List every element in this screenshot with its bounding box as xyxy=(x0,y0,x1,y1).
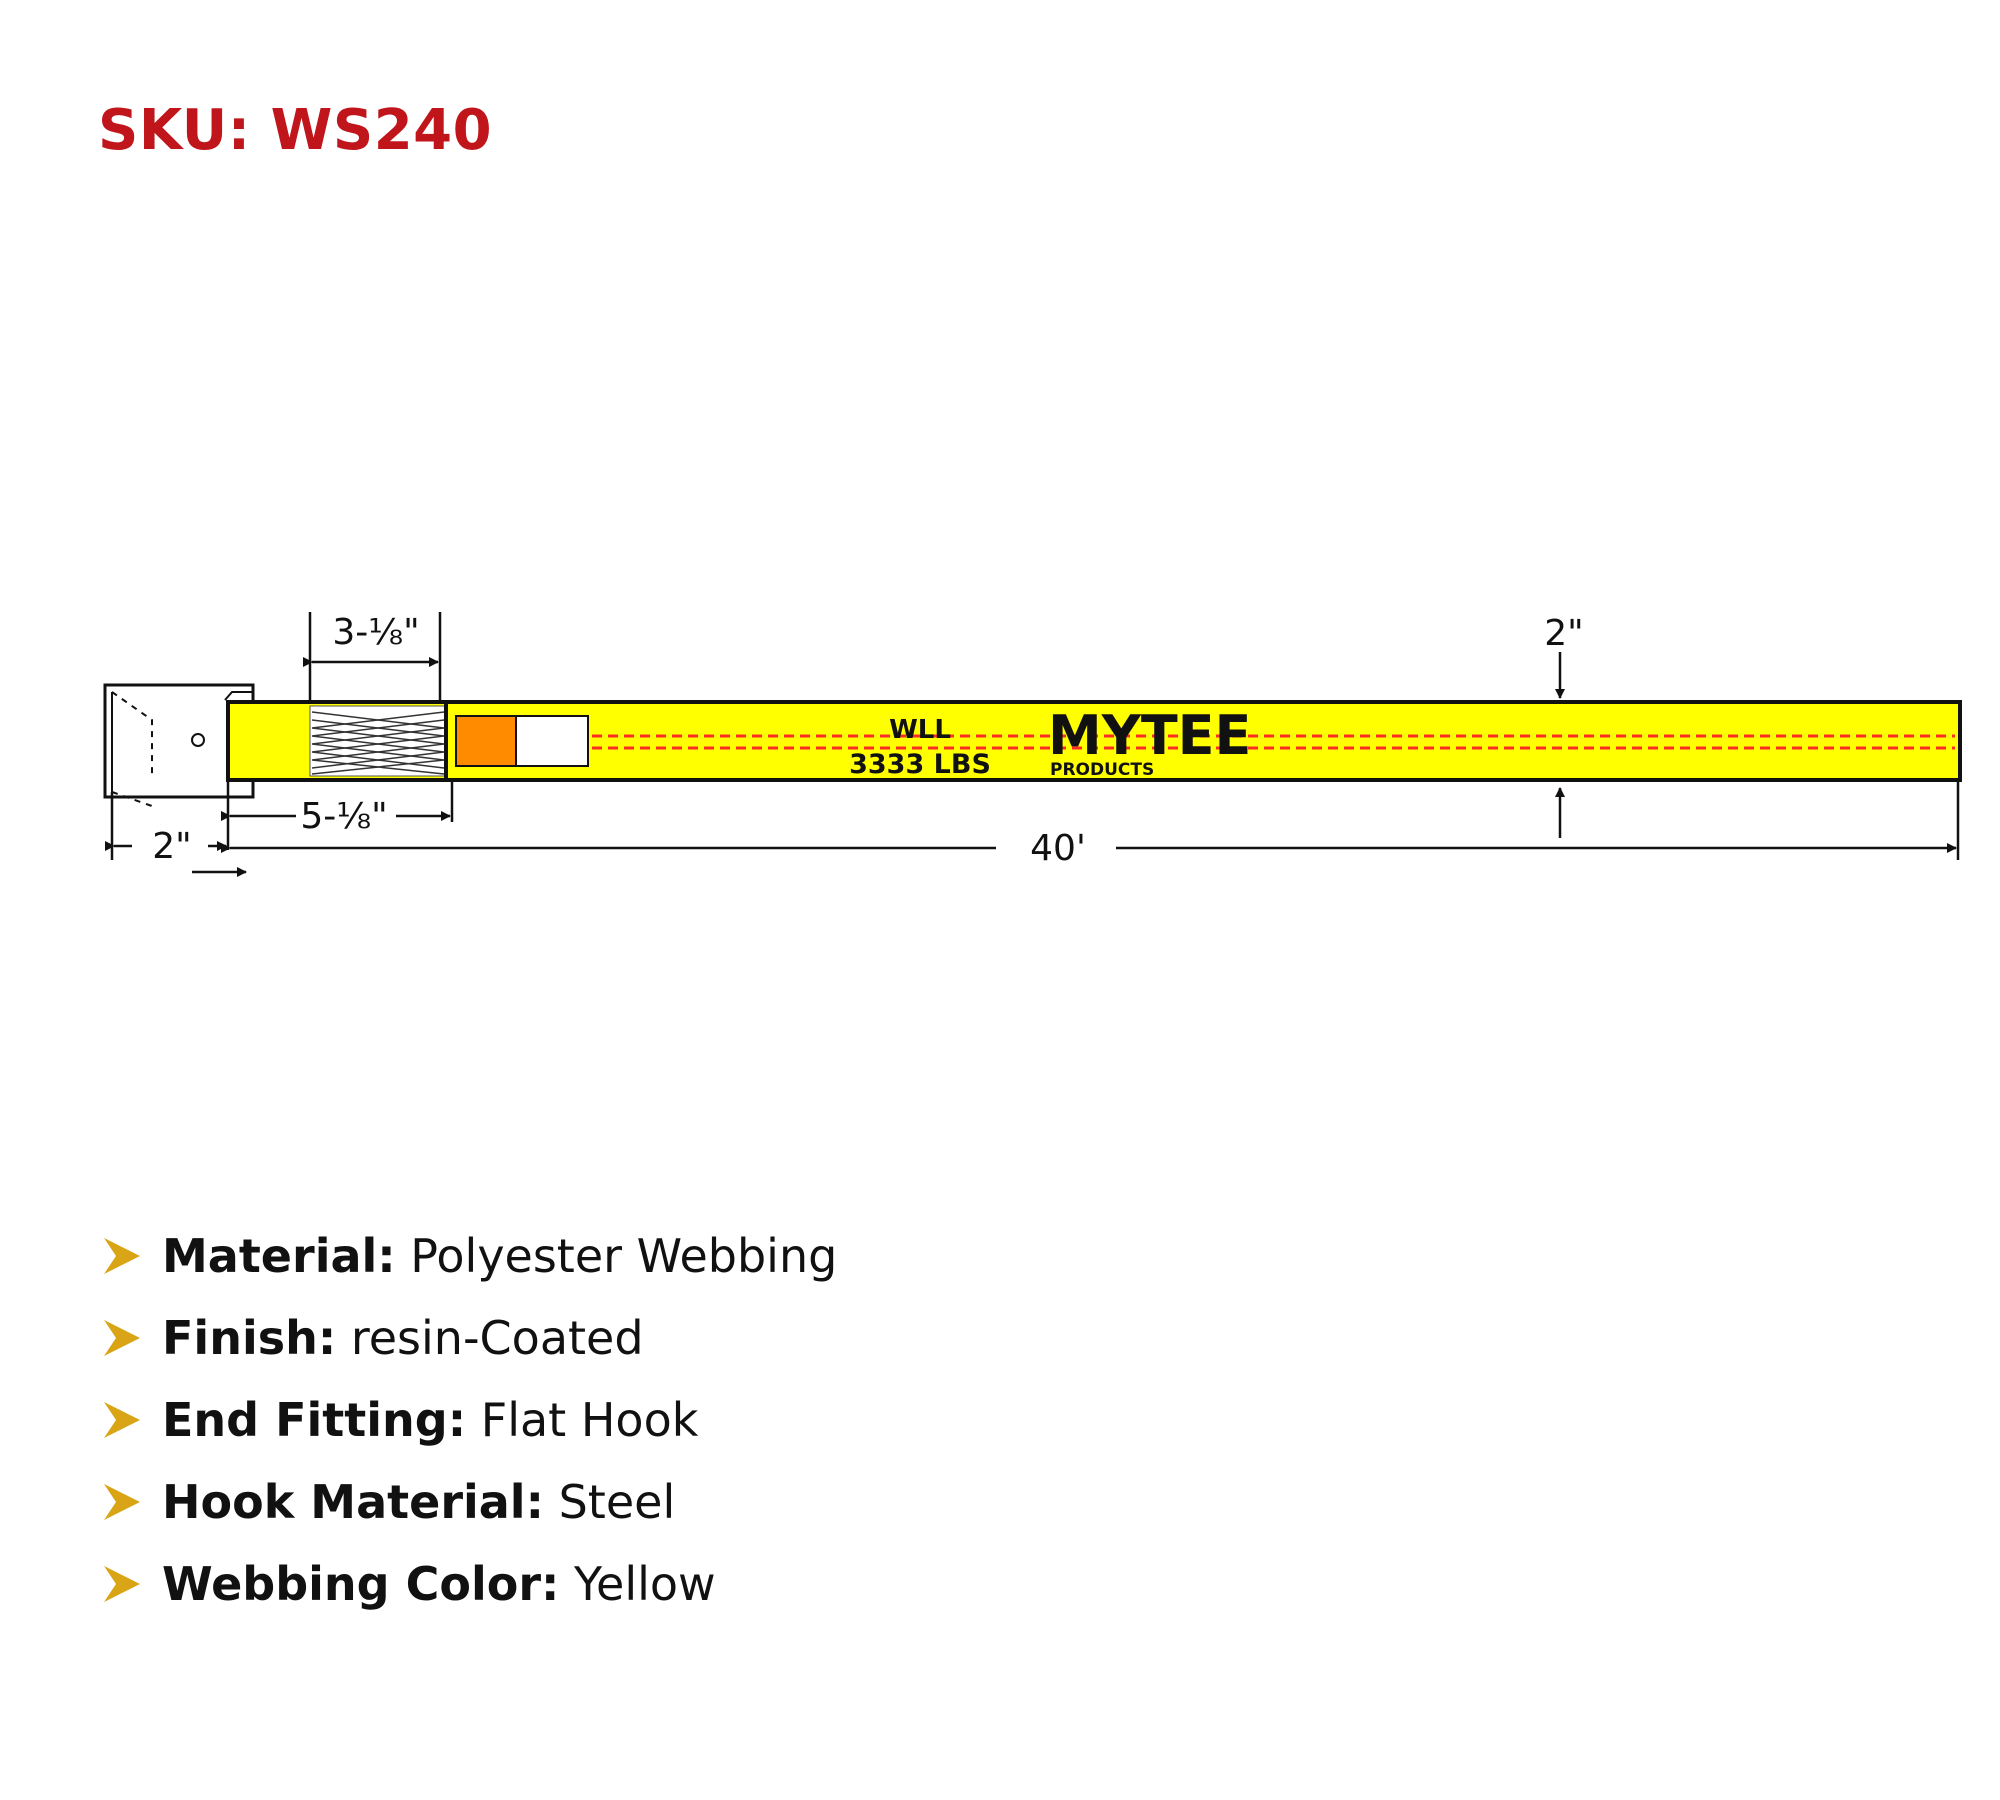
spec-value: Flat Hook xyxy=(466,1393,699,1447)
spec-item: Hook Material: Steel xyxy=(100,1461,837,1543)
spec-list: Material: Polyester Webbing Finish: resi… xyxy=(100,1215,837,1625)
wll-title: WLL xyxy=(889,715,951,745)
dim-loop-length-label: 5-⅛" xyxy=(300,796,387,837)
dim-hook-width-label: 2" xyxy=(152,826,191,867)
spec-label: End Fitting: xyxy=(162,1393,467,1447)
dim-total-length xyxy=(221,782,1960,860)
dim-total-length-label: 40' xyxy=(1030,828,1086,869)
chevron-right-icon xyxy=(104,1484,140,1520)
dim-webbing-width-label: 2" xyxy=(1544,613,1583,654)
dim-loop-length xyxy=(221,782,454,850)
chevron-right-icon xyxy=(104,1238,140,1274)
strap-diagram: WLL 3333 LBS MYTEE PRODUCTS 3-⅛" 2" 5-⅛"… xyxy=(103,612,1962,877)
spec-item: Material: Polyester Webbing xyxy=(100,1215,837,1297)
webbing-strap: WLL 3333 LBS MYTEE PRODUCTS xyxy=(226,700,1962,782)
brand-subtitle: PRODUCTS xyxy=(1050,760,1154,780)
spec-label: Hook Material: xyxy=(162,1475,544,1529)
dim-sewn-length xyxy=(303,612,442,702)
spec-item: End Fitting: Flat Hook xyxy=(100,1379,837,1461)
spec-value: Steel xyxy=(543,1475,676,1529)
wll-value: 3333 LBS xyxy=(849,749,991,780)
spec-label: Material: xyxy=(162,1229,396,1283)
brand-logo: MYTEE xyxy=(1048,704,1251,767)
tag-orange xyxy=(455,715,517,767)
spec-label: Finish: xyxy=(162,1311,337,1365)
spec-value: Yellow xyxy=(559,1557,716,1611)
chevron-right-icon xyxy=(104,1320,140,1356)
sku-title: SKU: WS240 xyxy=(98,98,493,163)
spec-value: resin-Coated xyxy=(336,1311,644,1365)
dim-sewn-length-label: 3-⅛" xyxy=(332,612,419,653)
spec-item: Webbing Color: Yellow xyxy=(100,1543,837,1625)
spec-value: Polyester Webbing xyxy=(395,1229,838,1283)
spec-label: Webbing Color: xyxy=(162,1557,560,1611)
spec-item: Finish: resin-Coated xyxy=(100,1297,837,1379)
chevron-right-icon xyxy=(104,1402,140,1438)
tag-white xyxy=(515,715,589,767)
chevron-right-icon xyxy=(104,1566,140,1602)
